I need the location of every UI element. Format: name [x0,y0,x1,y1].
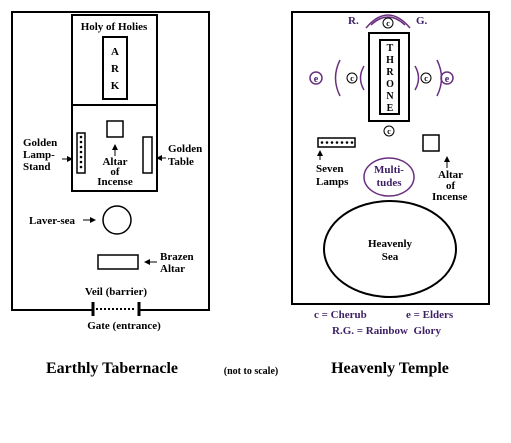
lampstand-label-line3: Stand [23,161,51,173]
seven-lamps-label-line1: Seven [316,163,344,175]
cherub-left-mark: c [350,74,354,83]
table-label-line1: Golden [168,143,202,155]
veil-label: Veil (barrier) [85,286,148,298]
throne-letter-h: H [386,55,394,66]
laver-sea [102,205,132,235]
altar-label-line1: Altar [102,156,127,168]
elder-left-circle [309,71,323,85]
seven-lamps-label-line2: Lamps [316,176,349,188]
brazen-altar-label-line1: Brazen [160,251,194,263]
altar-of-incense-box [106,120,124,138]
altar-label-line2: of [110,166,120,178]
throne-outer [368,32,410,122]
cherub-right-circle [420,72,432,84]
cherub-left-circle [346,72,358,84]
holy-of-holies-label: Holy of Holies [81,21,148,33]
heavenly-altar-label-line2: of [446,180,456,192]
throne-letter-r: R [386,67,394,78]
throne-inner [379,39,400,115]
golden-lampstand [76,132,86,174]
heavenly-altar-box [422,134,440,152]
cherub-bottom-circle [383,125,395,137]
throne-letter-n: N [386,91,394,102]
gate-label: Gate (entrance) [87,320,161,332]
temple-outer-wall [291,11,490,305]
legend-rainbow-glory: R.G. = Rainbow Glory [332,325,441,337]
multitudes-label-line2: tudes [376,177,402,189]
ark-letter-r: R [111,63,120,75]
seven-lamps [317,137,356,148]
earthly-tabernacle: Holy of Holies A R K Altar of Incense Go… [11,11,210,377]
heavenly-sea-label-line2: Sea [382,251,399,263]
ark-letter-k: K [111,80,120,92]
throne-letter-e: E [387,103,394,114]
brazen-altar-label-line2: Altar [160,263,185,275]
throne-letter-o: O [386,79,394,90]
cherub-top-circle [382,17,394,29]
legend-cherub: c = Cherub [314,309,367,321]
ark-letter-a: A [111,46,119,58]
lampstand-label-line2: Lamp- [23,149,55,161]
multitudes [363,157,415,197]
laver-sea-label: Laver-sea [29,215,76,227]
elder-right-circle [440,71,454,85]
cherub-right-mark: c [424,74,428,83]
cherub-top-mark: c [386,19,390,28]
rainbow-arcs [365,14,411,29]
throne-letter-t: T [387,43,394,54]
rainbow-glory-r: R. [348,15,359,27]
earthly-tabernacle-title: Earthly Tabernacle [46,360,178,377]
heavenly-sea [323,200,457,298]
elder-left-mark: e [314,74,319,85]
rainbow-glory-g: G. [416,15,428,27]
brazen-altar [97,254,139,270]
holy-place-room [71,104,158,192]
heavenly-altar-label-line1: Altar [438,169,463,181]
legend-elders: e = Elders [406,309,454,321]
multitudes-label-line1: Multi- [374,164,404,176]
heavenly-temple: R. G. c T H R O N E c c c e [291,11,490,377]
scale-note: (not to scale) [224,366,278,377]
lampstand-lights [79,135,83,169]
heavenly-altar-label-line3: Incense [432,191,468,203]
cherub-bottom-mark: c [387,127,391,136]
heavenly-sea-label-line1: Heavenly [368,238,412,250]
altar-label-line3: Incense [97,176,133,188]
ark-of-covenant [102,36,128,100]
seven-lamps-lights [320,141,354,144]
golden-table [142,136,153,174]
heavenly-temple-title: Heavenly Temple [331,360,449,377]
lampstand-label-line1: Golden [23,137,57,149]
table-label-line2: Table [168,156,194,168]
elder-right-mark: e [445,74,450,85]
